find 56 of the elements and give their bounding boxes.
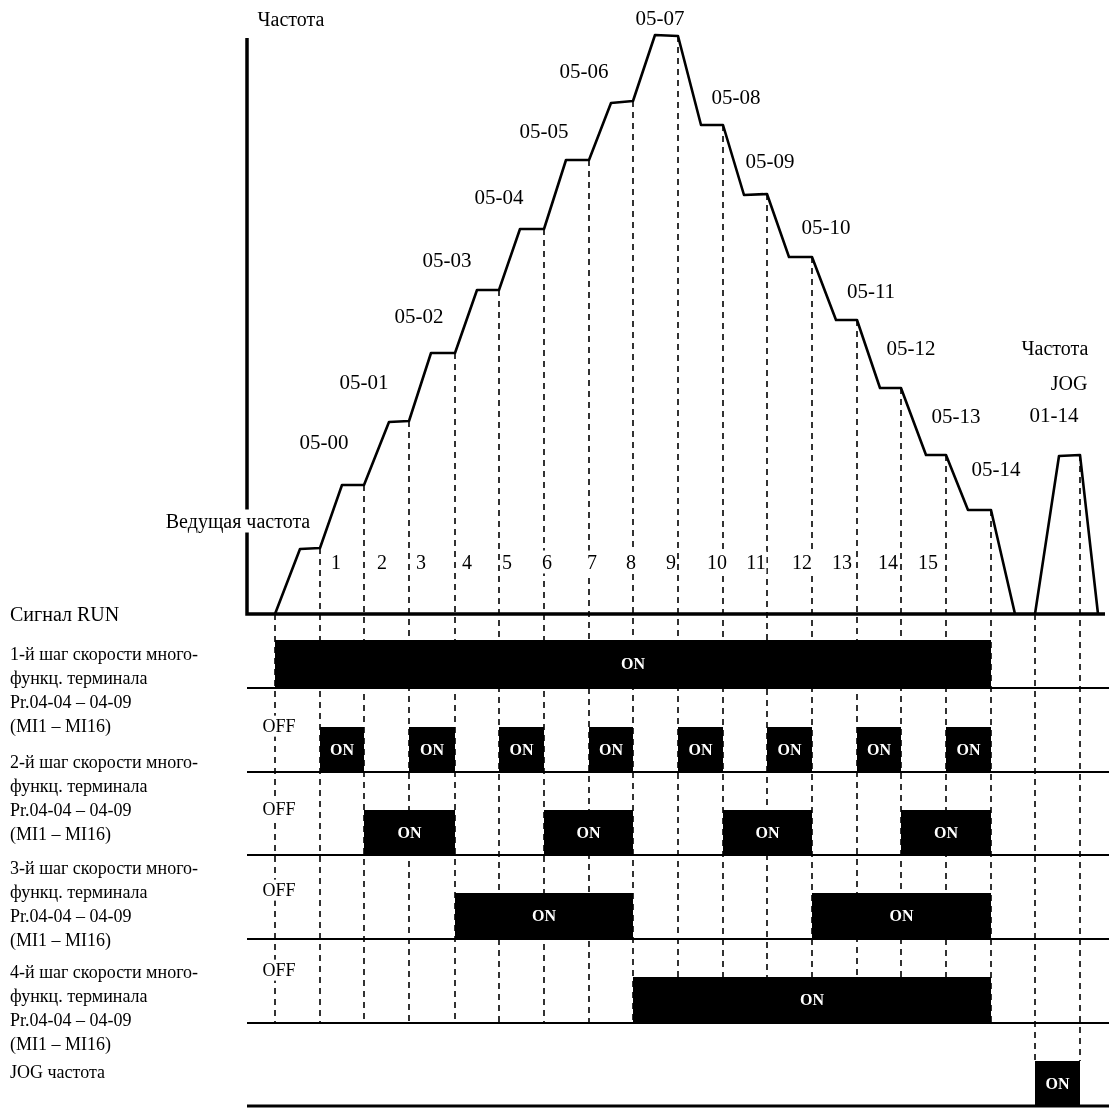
- step-frequency-label: 05-09: [745, 148, 795, 174]
- parameter-range: Pr.04-04 – 04-09: [10, 800, 132, 821]
- step-frequency-label: 05-04: [474, 184, 524, 210]
- on-pulse-bar: ON: [499, 727, 544, 772]
- on-pulse-bar: ON: [275, 640, 991, 688]
- terminal-range: (MI1 – MI16): [10, 716, 111, 737]
- signal-name: 3-й шаг скорости много- функц. терминала: [10, 857, 200, 904]
- step-frequency-label: 05-14: [971, 456, 1021, 482]
- off-state-label: OFF: [261, 798, 297, 820]
- step-frequency-label: 05-08: [711, 84, 761, 110]
- step-frequency-label: 05-05: [519, 118, 569, 144]
- on-pulse-bar: ON: [320, 727, 364, 772]
- step-number: 11: [745, 550, 767, 574]
- axis-label: Частота: [1021, 336, 1089, 360]
- signal-name: JOG частота: [10, 1061, 105, 1083]
- step-frequency-label: 05-12: [886, 335, 936, 361]
- on-pulse-bar: ON: [1035, 1061, 1080, 1106]
- on-pulse-bar: ON: [946, 727, 991, 772]
- signal-name: Сигнал RUN: [10, 602, 120, 626]
- axis-label: Ведущая частота: [164, 509, 312, 533]
- step-frequency-label: 05-07: [635, 5, 685, 31]
- off-state-label: OFF: [261, 715, 297, 737]
- signal-name: 1-й шаг скорости много- функц. терминала: [10, 643, 200, 690]
- step-frequency-label: 05-03: [422, 247, 472, 273]
- on-pulse-bar: ON: [857, 727, 901, 772]
- parameter-range: Pr.04-04 – 04-09: [10, 1010, 132, 1031]
- signal-name: 2-й шаг скорости много- функц. терминала: [10, 751, 200, 798]
- terminal-range: (MI1 – MI16): [10, 824, 111, 845]
- axis-label: Частота: [257, 7, 325, 31]
- on-pulse-bar: ON: [409, 727, 455, 772]
- on-pulse-bar: ON: [589, 727, 633, 772]
- axis-label: JOG: [1050, 371, 1088, 395]
- on-pulse-bar: ON: [723, 810, 812, 855]
- parameter-range: Pr.04-04 – 04-09: [10, 692, 132, 713]
- on-pulse-bar: ON: [633, 977, 991, 1023]
- step-frequency-label: 05-10: [801, 214, 851, 240]
- step-frequency-label: 05-01: [339, 369, 389, 395]
- step-frequency-label: 05-02: [394, 303, 444, 329]
- step-frequency-label: 05-11: [846, 278, 896, 304]
- terminal-range: (MI1 – MI16): [10, 1034, 111, 1055]
- step-frequency-label: 05-13: [931, 403, 981, 429]
- on-pulse-bar: ON: [901, 810, 991, 855]
- off-state-label: OFF: [261, 959, 297, 981]
- step-frequency-label: 01-14: [1029, 402, 1079, 428]
- on-pulse-bar: ON: [767, 727, 812, 772]
- on-pulse-bar: ON: [364, 810, 455, 855]
- parameter-range: Pr.04-04 – 04-09: [10, 906, 132, 927]
- step-frequency-label: 05-00: [299, 429, 349, 455]
- on-pulse-bar: ON: [544, 810, 633, 855]
- step-number: 6: [541, 550, 553, 574]
- step-frequency-label: 05-06: [559, 58, 609, 84]
- terminal-range: (MI1 – MI16): [10, 930, 111, 951]
- on-pulse-bar: ON: [678, 727, 723, 772]
- on-pulse-bar: ON: [455, 893, 633, 939]
- on-pulse-bar: ON: [812, 893, 991, 939]
- signal-name: 4-й шаг скорости много- функц. терминала: [10, 961, 200, 1008]
